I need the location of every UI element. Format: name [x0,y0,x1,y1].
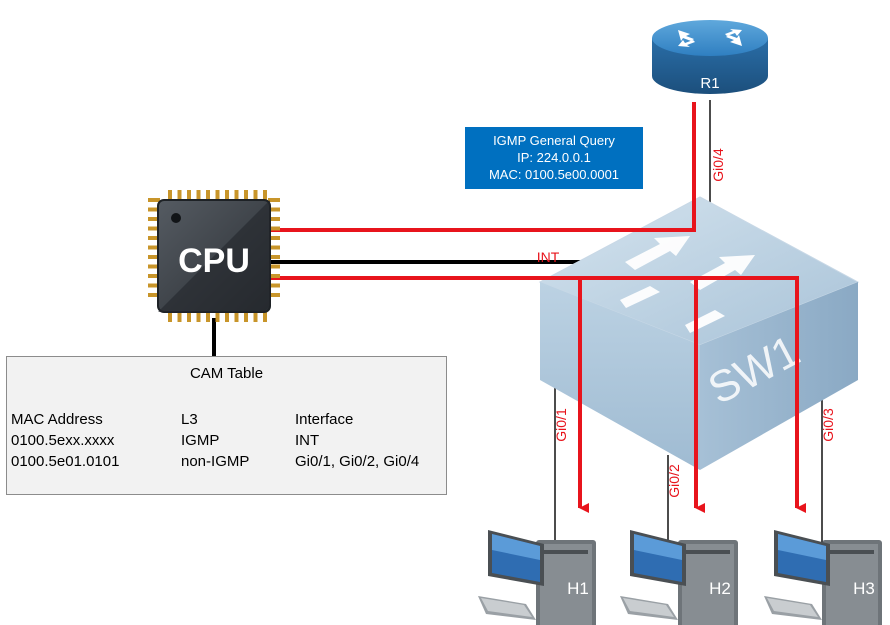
port-label-int: INT [537,249,560,265]
cpu-pin [206,310,210,322]
cpu-pin [187,310,191,322]
column-header: L3 [181,411,198,428]
query-type: IGMP General Query [493,133,615,148]
cell-mac: 0100.5exx.xxxx [11,432,115,449]
cpu-pin [268,207,280,212]
cam-table-title: CAM Table [189,365,264,382]
cpu-pin [225,310,229,322]
cpu-pin [215,310,220,322]
cpu-pin [148,198,160,202]
router-label: R1 [700,75,719,92]
cpu-label: CPU [178,242,250,280]
igmp-query-box: IGMP General Query IP: 224.0.0.1 MAC: 01… [465,127,643,189]
cpu-pin [253,310,258,322]
router-r1[interactable]: R1 [652,20,768,94]
cpu-pin [263,310,267,322]
cpu-pin [268,236,280,240]
column-header: MAC Address [11,411,103,428]
cell-l3: non-IGMP [181,453,250,470]
host-label: H2 [709,579,731,598]
cpu-pin [253,190,258,202]
cpu-pin [148,293,160,297]
cpu-pin [268,226,280,231]
cell-l3: IGMP [181,432,220,449]
port-label-r1: Gi0/4 [710,148,726,182]
cpu-pin [263,190,267,202]
cpu-chip[interactable]: CPU [148,190,280,322]
flow-to-h3 [696,276,806,513]
cell-interface: INT [295,432,320,449]
cpu-pin [187,190,191,202]
port-label-h3: Gi0/3 [820,408,836,442]
cpu-pin [268,293,280,297]
cpu-pin [196,190,201,202]
switch-sw1[interactable]: SW1 [538,196,860,470]
cell-interface: Gi0/1, Gi0/2, Gi0/4 [295,453,420,470]
cables [554,100,823,545]
host-label: H1 [567,579,589,598]
cpu-pin [268,283,280,288]
cpu-pin [168,310,172,322]
table-row: 0100.5e01.0101 non-IGMP Gi0/1, Gi0/2, Gi… [11,451,455,472]
desktop-pc-icon [478,530,596,625]
cpu-pin [234,190,239,202]
cpu-pins [148,190,280,322]
router-arrows-icon [678,29,742,47]
cpu-pin [268,264,280,269]
cpu-pin [177,310,182,322]
switch-arrows-icon [620,236,755,333]
cpu-pin [196,310,201,322]
cpu-pin [148,217,160,221]
desktop-pc-icon [620,530,738,625]
host-h3[interactable]: H3 [764,530,882,625]
cpu-pin [148,264,160,269]
cpu-pin [225,190,229,202]
cpu-pin [215,190,220,202]
cam-table-grid: MAC Address L3 Interface 0100.5exx.xxxx … [11,409,455,472]
cpu-pin [168,190,172,202]
port-label-h2: Gi0/2 [666,464,682,498]
cpu-pin [268,217,280,221]
column-header: Interface [295,411,354,428]
port-label-h1: Gi0/1 [553,408,569,442]
cpu-pin [148,207,160,212]
cpu-pin [177,190,182,202]
cpu-pin [206,190,210,202]
cpu-pin [148,283,160,288]
cpu-pin [148,255,160,259]
cam-header-row: MAC Address L3 Interface [11,409,455,430]
table-row: 0100.5exx.xxxx IGMP INT [11,430,455,451]
cpu-pin [148,226,160,231]
cpu-pin [148,274,160,278]
cpu-pin [268,245,280,250]
pin1-dot [171,213,181,223]
cell-mac: 0100.5e01.0101 [11,453,120,470]
cpu-pin [268,274,280,278]
cpu-pin [244,310,248,322]
cpu-pin [268,255,280,259]
cpu-pin [148,236,160,240]
query-ip: IP: 224.0.0.1 [517,150,591,165]
query-mac: MAC: 0100.5e00.0001 [488,167,620,182]
cpu-pin [234,310,239,322]
cpu-pin [244,190,248,202]
host-h2[interactable]: H2 [620,530,738,625]
cpu-pin [148,245,160,250]
host-label: H3 [853,579,875,598]
host-h1[interactable]: H1 [478,530,596,625]
cam-table: CAM Table MAC Address L3 Interface 0100.… [6,356,447,495]
desktop-pc-icon [764,530,882,625]
cpu-pin [268,198,280,202]
